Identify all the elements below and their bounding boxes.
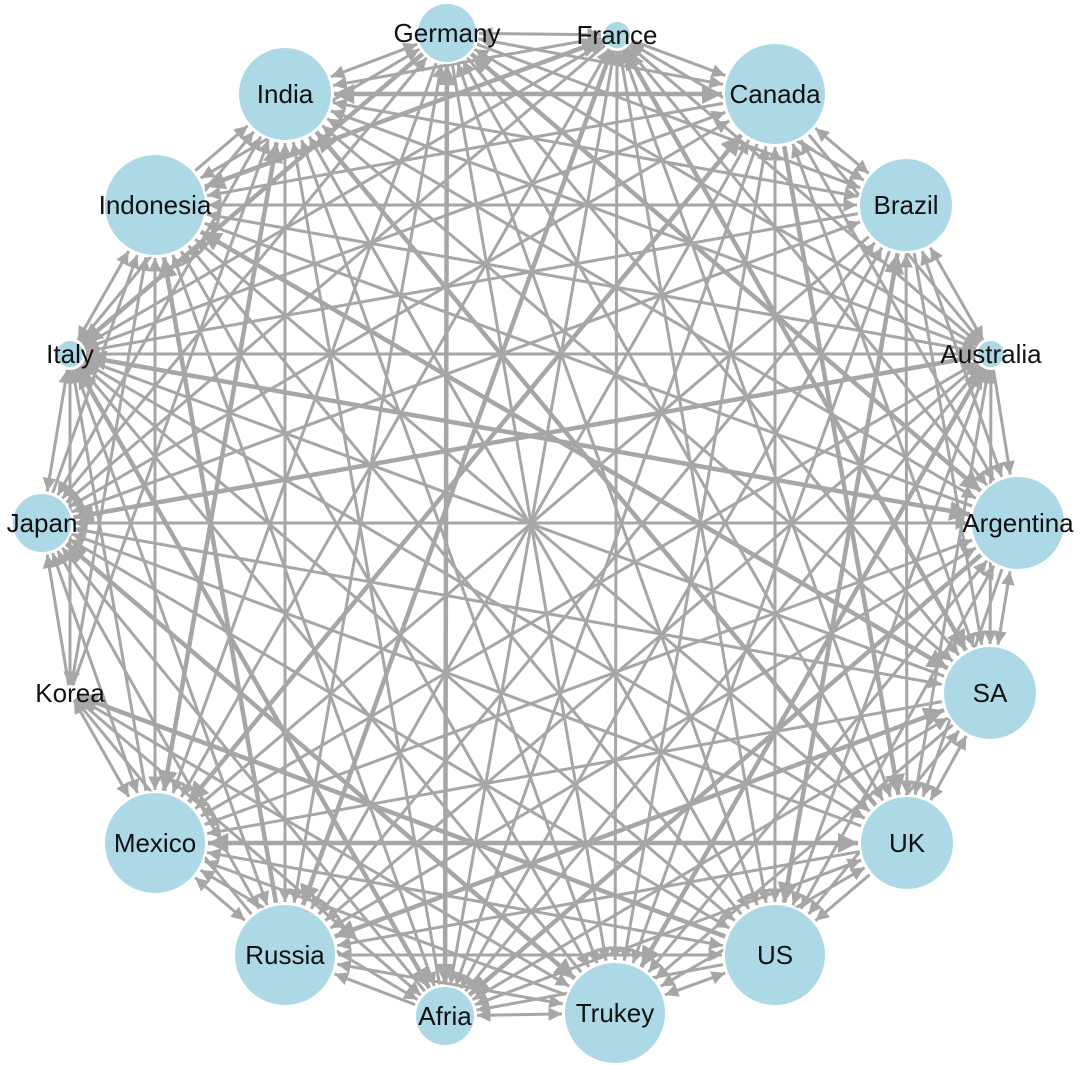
node-circle-argentina	[970, 475, 1066, 571]
node-label-afria: Afria	[418, 1001, 472, 1031]
edge-us-indonesia	[187, 244, 743, 916]
node-label-argentina: Argentina	[962, 508, 1074, 538]
node-circle-canada	[723, 42, 827, 146]
node-us[interactable]: US	[723, 903, 827, 1007]
node-circle-mexico	[103, 791, 207, 895]
node-sa[interactable]: SA	[942, 645, 1038, 741]
node-circle-italy	[55, 339, 85, 369]
node-label-france: France	[577, 20, 658, 50]
node-mexico[interactable]: Mexico	[103, 791, 207, 895]
node-circle-indonesia	[103, 153, 207, 257]
node-circle-us	[723, 903, 827, 1007]
node-argentina[interactable]: Argentina	[962, 475, 1074, 571]
edge-japan-italy	[42, 369, 72, 492]
node-label-germany: Germany	[394, 18, 501, 48]
node-circle-trukey	[563, 961, 667, 1065]
node-afria[interactable]: Afria	[414, 985, 476, 1047]
node-australia[interactable]: Australia	[940, 339, 1042, 369]
edge-us-trukey	[664, 971, 726, 997]
node-label-us: US	[757, 940, 793, 970]
node-label-canada: Canada	[729, 79, 821, 109]
node-label-brazil: Brazil	[873, 190, 938, 220]
node-label-sa: SA	[973, 678, 1008, 708]
edge-korea-japan	[42, 554, 71, 686]
edge-argentina-sa	[993, 571, 1015, 645]
node-france[interactable]: France	[577, 20, 658, 50]
node-circle-afria	[414, 985, 476, 1047]
node-label-trukey: Trukey	[576, 998, 655, 1028]
node-circle-brazil	[858, 157, 954, 253]
edge-trukey-afria	[476, 1007, 563, 1022]
node-label-uk: UK	[889, 828, 926, 858]
node-layer: Germany France Canada Brazil Australia A…	[7, 2, 1074, 1065]
node-germany[interactable]: Germany	[394, 2, 501, 64]
node-circle-uk	[859, 795, 955, 891]
node-circle-australia	[976, 339, 1006, 369]
node-label-australia: Australia	[940, 339, 1042, 369]
edge-uk-india	[314, 130, 878, 807]
node-circle-japan	[11, 492, 73, 554]
node-label-russia: Russia	[245, 940, 325, 970]
node-uk[interactable]: UK	[859, 795, 955, 891]
edge-afria-india	[289, 142, 442, 985]
node-circle-india	[237, 46, 333, 142]
node-circle-france	[602, 20, 632, 50]
node-label-japan: Japan	[7, 508, 78, 538]
node-circle-sa	[942, 645, 1038, 741]
node-label-mexico: Mexico	[114, 828, 196, 858]
edge-germany-france	[478, 26, 602, 42]
edge-uk-indonesia	[194, 238, 871, 813]
node-italy[interactable]: Italy	[46, 339, 94, 369]
edge-germany-sa	[466, 56, 961, 657]
edge-france-india	[332, 36, 602, 90]
node-russia[interactable]: Russia	[233, 903, 337, 1007]
node-label-italy: Italy	[46, 339, 94, 369]
edge-indonesia-india	[194, 124, 249, 172]
node-japan[interactable]: Japan	[7, 492, 78, 554]
node-trukey[interactable]: Trukey	[563, 961, 667, 1065]
node-brazil[interactable]: Brazil	[858, 157, 954, 253]
node-label-india: India	[257, 79, 314, 109]
node-circle-russia	[233, 903, 337, 1007]
node-india[interactable]: India	[237, 46, 333, 142]
node-label-indonesia: Indonesia	[99, 190, 212, 220]
node-indonesia[interactable]: Indonesia	[99, 153, 212, 257]
node-circle-germany	[416, 2, 478, 64]
node-korea[interactable]: Korea	[35, 678, 105, 708]
node-canada[interactable]: Canada	[723, 42, 827, 146]
node-label-korea: Korea	[35, 678, 105, 708]
edge-layer	[42, 26, 1015, 1022]
edge-australia-indonesia	[206, 210, 976, 356]
